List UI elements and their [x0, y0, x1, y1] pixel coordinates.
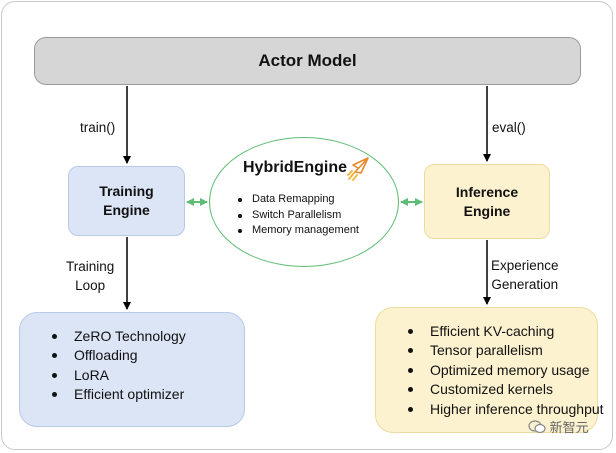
inference-engine-label-line2: Engine	[463, 202, 511, 219]
hybrid-engine-list: Data Remapping Switch Parallelism Memory…	[238, 192, 359, 239]
experience-generation-line1: Experience	[491, 258, 559, 273]
list-item: Higher inference throughput	[408, 400, 604, 419]
hybrid-engine-ellipse: HybridEngine Data Remapping Switch Paral…	[209, 137, 399, 267]
hybrid-engine-title: HybridEngine	[243, 159, 348, 176]
list-item: Memory management	[238, 223, 359, 239]
list-item: Data Remapping	[238, 192, 359, 208]
watermark-text: 新智元	[549, 420, 589, 435]
train-call-label: train()	[80, 120, 116, 135]
actor-model-label: Actor Model	[258, 51, 357, 70]
training-engine-label-line1: Training	[99, 183, 154, 199]
training-engine-label-line2: Engine	[103, 202, 150, 218]
inference-engine-box: Inference Engine	[424, 164, 550, 239]
training-features-list: ZeRO Technology Offloading LoRA Efficien…	[19, 312, 245, 427]
list-item: ZeRO Technology	[52, 327, 236, 346]
inference-engine-label-line1: Inference	[455, 183, 519, 200]
actor-model-box: Actor Model	[34, 37, 581, 85]
list-item: Switch Parallelism	[238, 208, 359, 224]
list-item: Customized kernels	[408, 380, 589, 399]
list-item: Offloading	[52, 346, 236, 365]
inference-features-list: Efficient KV-caching Tensor parallelism …	[375, 307, 604, 433]
training-loop-line2: Loop	[75, 278, 106, 293]
experience-generation-line2: Generation	[491, 277, 559, 292]
list-item: LoRA	[52, 366, 236, 385]
eval-call-label: eval()	[492, 120, 526, 135]
list-item: Efficient optimizer	[52, 385, 236, 404]
rocket-icon	[347, 157, 369, 181]
watermark: 新智元	[528, 417, 589, 436]
list-item: Efficient KV-caching	[408, 322, 589, 341]
training-loop-line1: Training	[66, 259, 115, 274]
experience-generation-label: Experience Generation	[491, 256, 559, 294]
list-item: Tensor parallelism	[408, 341, 589, 360]
list-item: Optimized memory usage	[408, 361, 590, 380]
training-loop-label: Training Loop	[66, 257, 114, 295]
wechat-icon	[528, 420, 546, 434]
training-engine-box: Training Engine	[68, 166, 185, 236]
